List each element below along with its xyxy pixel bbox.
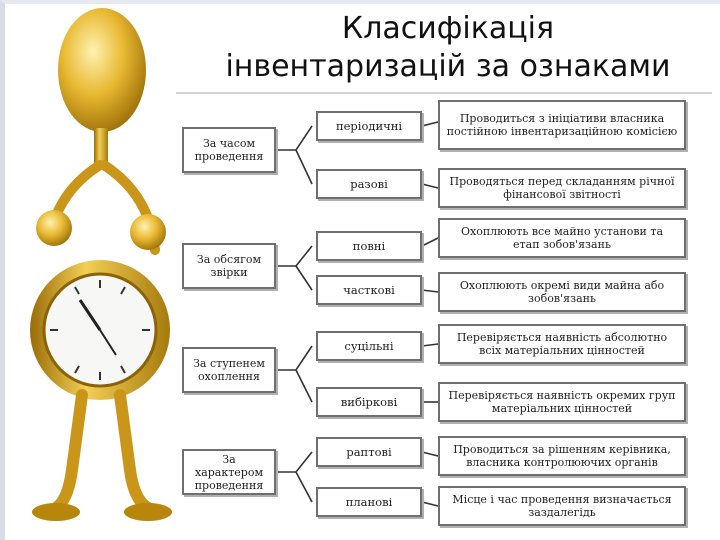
type-box-full: повні <box>316 231 422 261</box>
slide-title: Класифікація інвентаризацій за ознаками <box>176 8 720 88</box>
description-box-2: Проводяться перед складанням річної фіна… <box>438 168 686 208</box>
description-box-4: Охоплюють окремі види майна або зобов'яз… <box>438 272 686 312</box>
connector-cat4-type7 <box>276 451 313 473</box>
description-box-3: Охоплюють все майно установи та етап зоб… <box>438 218 686 258</box>
title-divider <box>176 92 712 94</box>
type-box-sudden: раптові <box>316 437 422 467</box>
category-box-coverage: За ступенем охоплення <box>182 347 276 393</box>
type-box-partial: часткові <box>316 275 422 305</box>
connector-type3-desc3 <box>421 237 439 247</box>
description-box-6: Перевіряється наявність окремих груп мат… <box>438 382 686 422</box>
connector-cat1-type2 <box>295 149 313 185</box>
category-box-time: За часом проведення <box>182 127 276 173</box>
description-box-5: Перевіряється наявність абсолютно всіх м… <box>438 324 686 364</box>
type-box-continuous: суцільні <box>316 331 422 361</box>
connector-type8-desc8 <box>421 501 439 507</box>
connector-type1-desc1 <box>421 121 439 127</box>
connector-type7-desc7 <box>421 451 439 457</box>
description-box-8: Місце і час проведення визначається зазд… <box>438 486 686 526</box>
type-box-planned: планові <box>316 487 422 517</box>
type-box-one-time: разові <box>316 169 422 199</box>
category-box-scope: За обсягом звірки <box>182 243 276 289</box>
connector-cat2-type3 <box>276 245 313 267</box>
description-box-7: Проводиться за рішенням керівника, власн… <box>438 436 686 476</box>
type-box-periodic: періодичні <box>316 111 422 141</box>
type-box-selective: вибіркові <box>316 387 422 417</box>
description-box-1: Проводиться з ініціативи власника постій… <box>438 100 686 150</box>
title-line-1: Класифікація <box>341 11 555 46</box>
connector-type2-desc2 <box>421 183 439 189</box>
connector-cat2-type4 <box>295 265 313 291</box>
connector-cat4-type8 <box>295 471 313 503</box>
connector-type5-desc5 <box>421 343 439 347</box>
connector-cat3-type5 <box>276 345 313 371</box>
connector-cat1-type1 <box>276 125 313 151</box>
golden-alarm-clock-figure-icon <box>30 8 172 521</box>
title-line-2: інвентаризацій за ознаками <box>225 49 671 84</box>
connector-type4-desc4 <box>421 289 439 293</box>
category-box-character: За характером проведення <box>182 449 276 495</box>
connector-cat3-type6 <box>295 369 313 403</box>
